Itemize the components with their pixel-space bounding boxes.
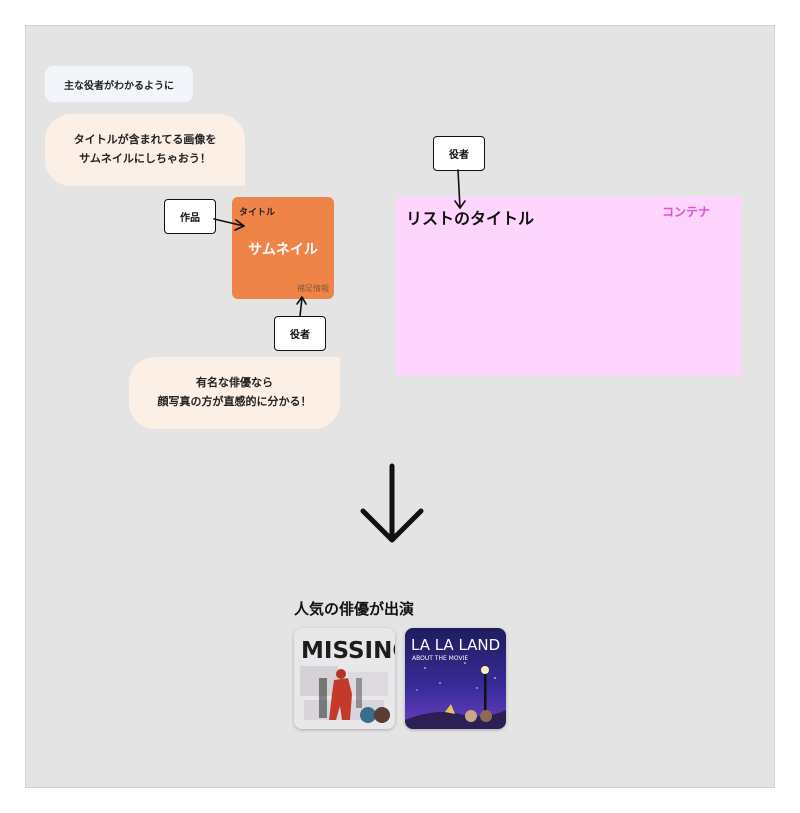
missing-poster-image: MISSING — [294, 628, 395, 729]
actor-label-bottom: 役者 — [274, 316, 326, 351]
la-la-land-subtitle-text: ABOUT THE MOVIE — [412, 655, 468, 662]
work-label: 作品 — [164, 199, 216, 234]
down-arrow-icon — [360, 463, 424, 543]
la-la-land-movie-card[interactable]: LA LA LAND ABOUT THE MOVIE — [405, 628, 506, 729]
thumbnail-title: タイトル — [239, 208, 276, 218]
missing-movie-card[interactable]: MISSING — [294, 628, 395, 729]
goal-tag: 主な役者がわかるように — [45, 66, 193, 102]
container-label: コンテナ — [661, 205, 710, 219]
thumbnail-placeholder: タイトル サムネイル 補足情報 — [232, 197, 334, 299]
actor-top-arrow — [457, 169, 461, 209]
la-la-land-title-text: LA LA LAND — [411, 636, 500, 654]
la-la-land-poster-image: LA LA LAND ABOUT THE MOVIE — [405, 628, 506, 729]
list-title: リストのタイトル — [406, 209, 535, 228]
actor-label-top: 役者 — [433, 136, 485, 171]
thumbnail-main-text: サムネイル — [248, 242, 318, 258]
result-section-title: 人気の俳優が出演 — [294, 600, 415, 618]
missing-poster-text: MISSING — [301, 638, 395, 664]
thumbnail-sub-info: 補足情報 — [297, 284, 329, 293]
actor-note-bubble: 有名な俳優なら 顔写真の方が直感的に分かる！ — [129, 357, 340, 429]
thumbnail-note-bubble: タイトルが含まれてる画像を サムネイルにしちゃおう！ — [45, 114, 245, 186]
work-arrow — [213, 218, 245, 227]
list-container: リストのタイトル コンテナ — [396, 196, 742, 376]
actor-bottom-arrow — [299, 297, 303, 317]
